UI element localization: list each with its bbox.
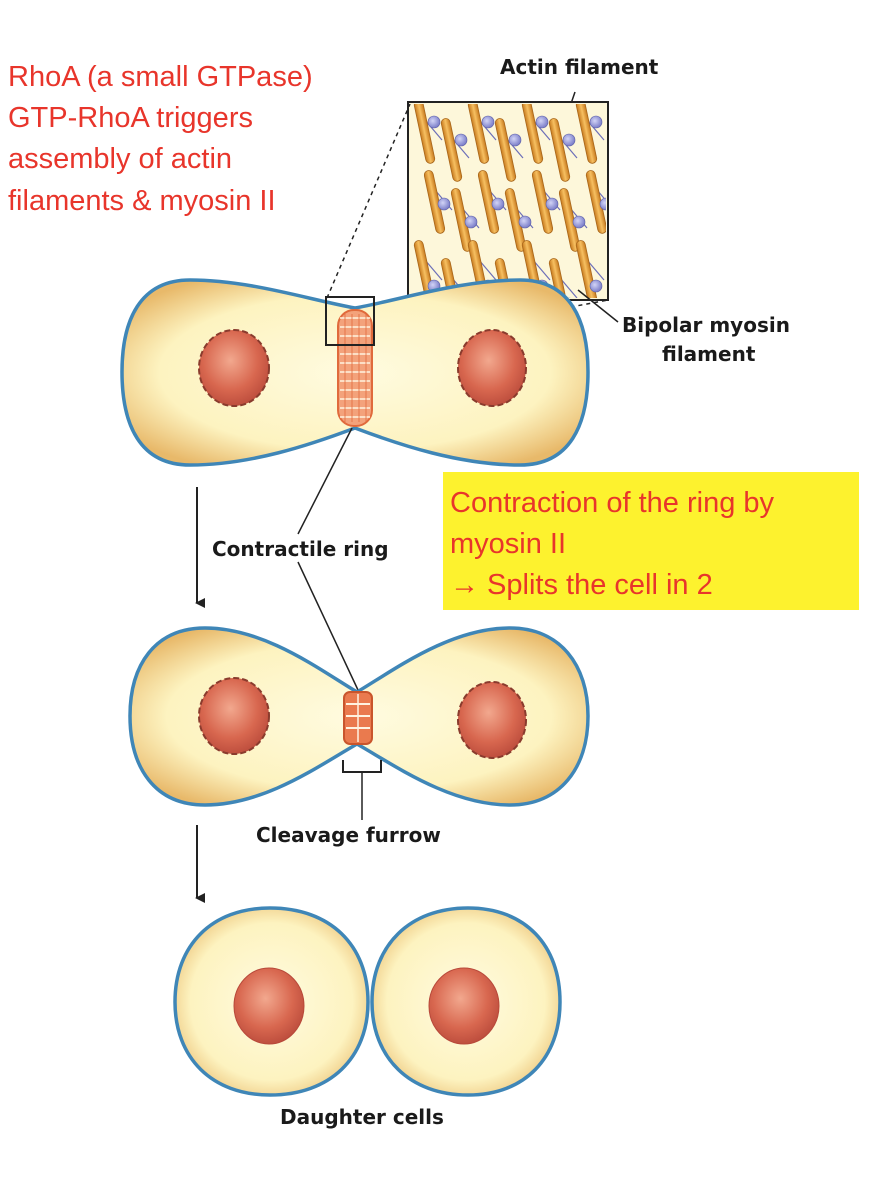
myosin-head	[545, 197, 559, 211]
myosin-head	[589, 279, 603, 293]
nucleus-daughter-right	[428, 967, 500, 1045]
nucleus-left-early	[198, 329, 270, 407]
myosin-head	[589, 115, 603, 129]
actin-rod	[494, 118, 517, 182]
nucleus-right-late	[457, 681, 527, 759]
myosin-head	[437, 197, 451, 211]
ring-leader-top	[297, 427, 353, 535]
inset-source-box	[325, 296, 375, 346]
rhoa-line-2: GTP-RhoA triggers	[8, 102, 253, 134]
myosin-head	[427, 115, 441, 129]
myosin-head	[562, 133, 576, 147]
contraction-note-box	[443, 472, 859, 610]
rhoa-line-1: RhoA (a small GTPase)	[8, 61, 313, 93]
furrow-bracket	[342, 760, 382, 773]
myosin-head	[464, 215, 478, 229]
contractile-ring-late	[343, 691, 373, 745]
actin-rod	[413, 104, 436, 164]
bipolar-myosin-label-line2: filament	[662, 342, 756, 366]
actin-rod	[575, 104, 598, 164]
zoom-line-top	[326, 103, 411, 299]
rhoa-note: RhoA (a small GTPase) GTP-RhoA triggers …	[8, 61, 313, 217]
actin-rod	[521, 104, 544, 164]
actin-rod	[440, 118, 463, 182]
nucleus-right-early	[457, 329, 527, 407]
rhoa-line-4: filaments & myosin II	[8, 185, 276, 217]
myosin-head	[535, 115, 549, 129]
ring-leader-bottom	[297, 561, 359, 691]
myosin-head	[491, 197, 505, 211]
actin-rod	[548, 118, 571, 182]
rhoa-line-3: assembly of actin	[8, 143, 232, 175]
contraction-line-1: Contraction of the ring by	[450, 487, 775, 519]
daughter-cells	[173, 906, 562, 1097]
nucleus-daughter-left	[233, 967, 305, 1045]
myosin-head	[508, 133, 522, 147]
myosin-head	[572, 215, 586, 229]
contraction-note: Contraction of the ring by myosin II → S…	[443, 472, 859, 610]
contraction-line-3: → Splits the cell in 2	[450, 569, 713, 601]
contractile-ring-label: Contractile ring	[212, 537, 389, 561]
contraction-line-2: myosin II	[450, 528, 566, 560]
nucleus-left-late	[198, 677, 270, 755]
myosin-head	[481, 115, 495, 129]
myosin-head	[599, 197, 606, 211]
inset-filaments	[413, 104, 606, 298]
actin-rod	[467, 104, 490, 164]
cleavage-furrow-label: Cleavage furrow	[256, 823, 441, 847]
contractile-ring-early	[337, 309, 373, 427]
dividing-cell-early	[120, 278, 590, 467]
daughter-cells-label: Daughter cells	[280, 1105, 444, 1129]
bipolar-myosin-label-line1: Bipolar myosin	[622, 313, 790, 337]
myosin-head	[518, 215, 532, 229]
myosin-head	[454, 133, 468, 147]
actin-filament-label: Actin filament	[500, 55, 659, 79]
myosin-label-leader	[577, 289, 619, 323]
dividing-cell-late	[128, 626, 590, 807]
